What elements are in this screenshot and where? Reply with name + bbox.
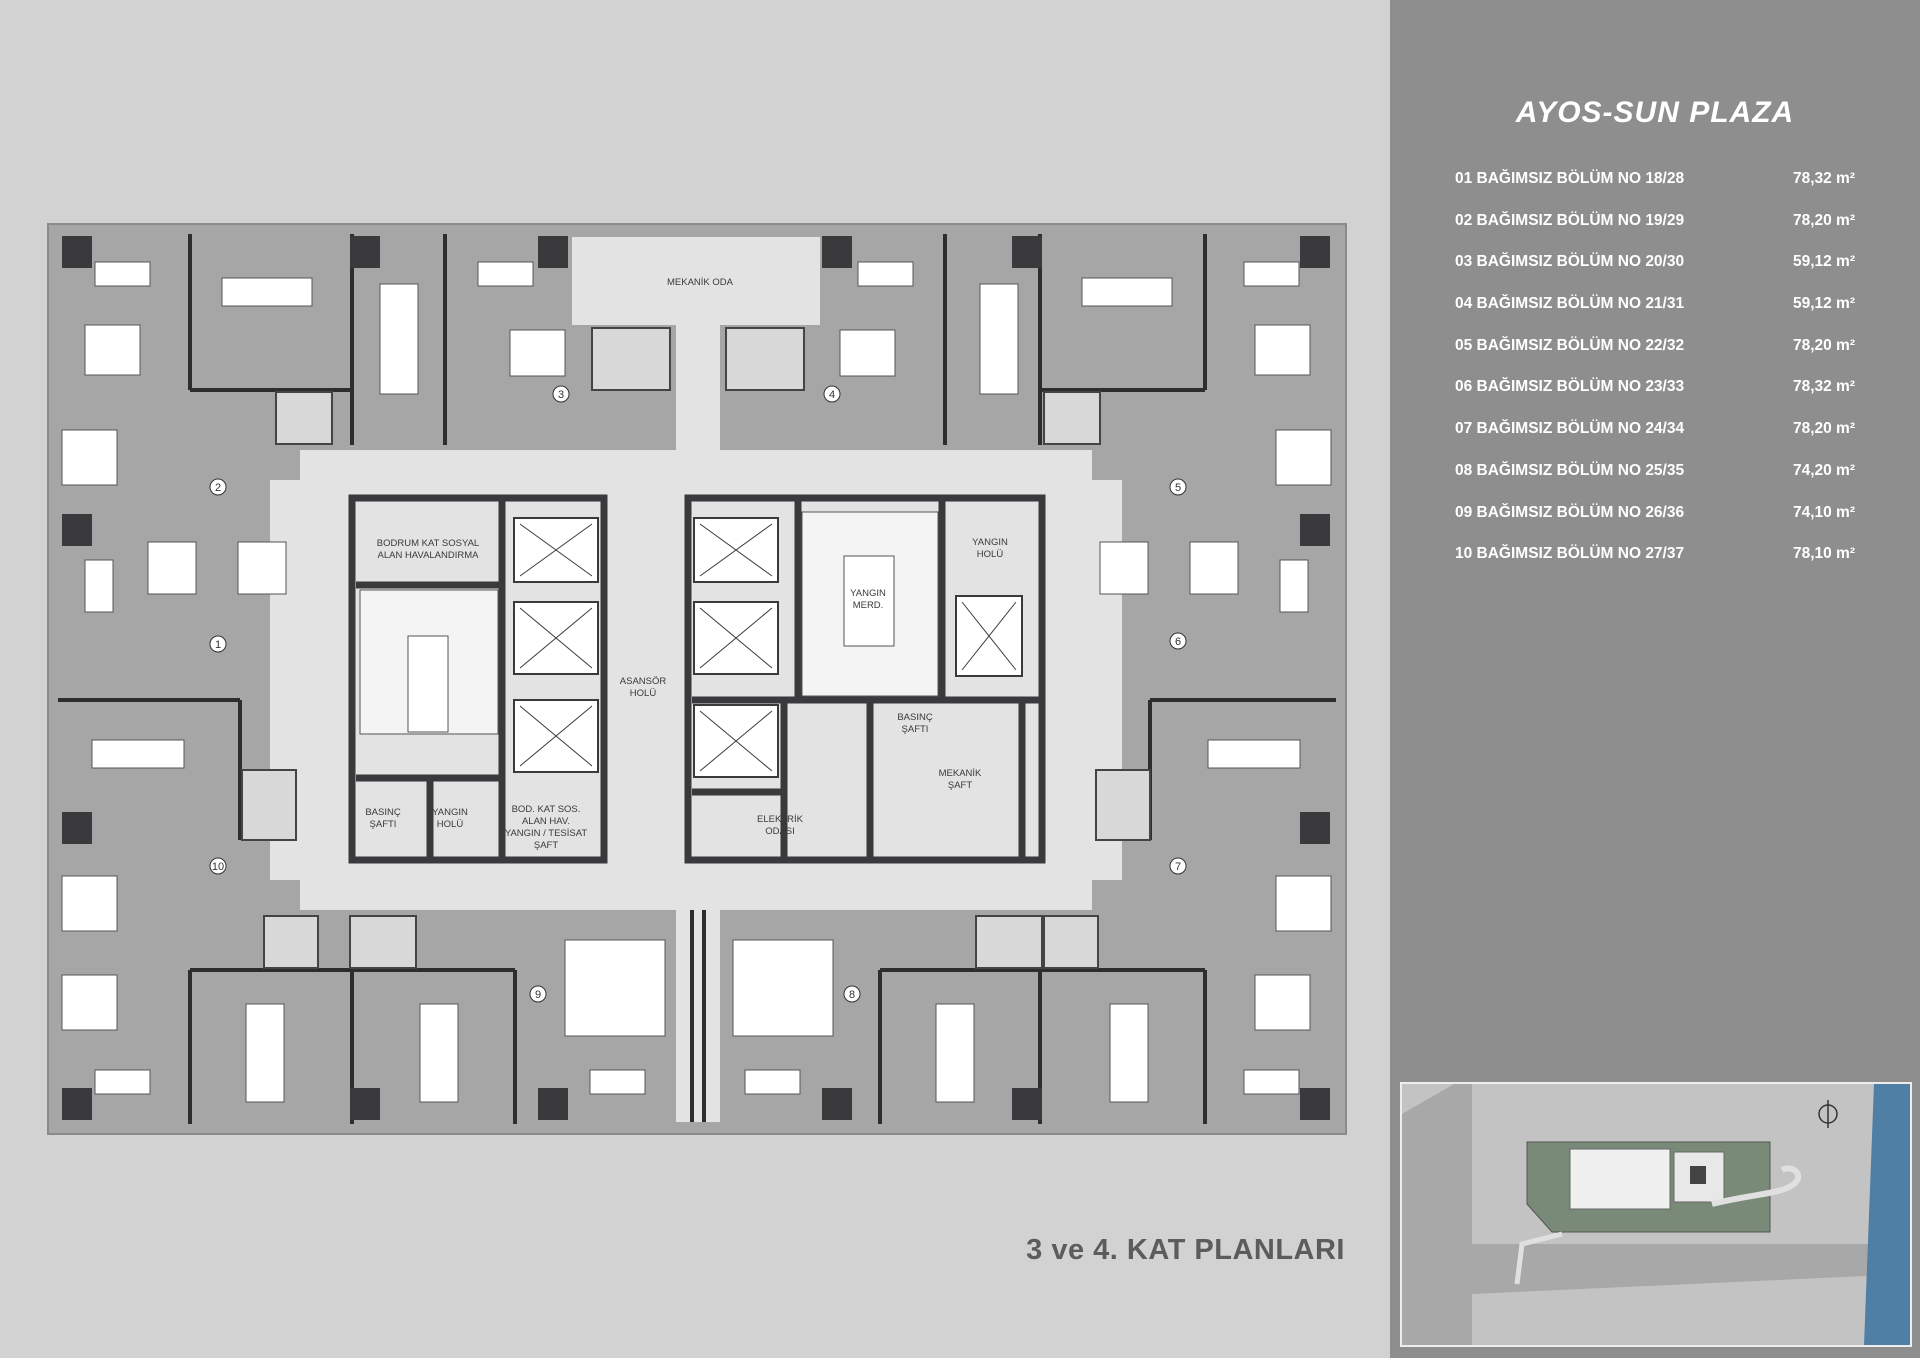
site-plan (1400, 1082, 1912, 1347)
unit-label: 09 BAĞIMSIZ BÖLÜM NO 26/36 (1455, 503, 1685, 521)
room-bodrum-1: BODRUM KAT SOSYAL (377, 538, 479, 549)
unit-row: 04 BAĞIMSIZ BÖLÜM NO 21/31 59,12 m² (1455, 295, 1855, 337)
work-desks (61, 261, 1332, 1095)
unit-marker-6: 6 (1175, 636, 1181, 648)
room-yangin-holu-l2: HOLÜ (437, 819, 464, 830)
unit-marker-3: 3 (558, 389, 564, 401)
unit-area: 78,32 m² (1792, 378, 1855, 396)
unit-row: 09 BAĞIMSIZ BÖLÜM NO 26/36 74,10 m² (1455, 504, 1855, 546)
unit-marker-9: 9 (535, 989, 541, 1001)
room-basinc-r2: ŞAFTI (902, 724, 929, 735)
plan-title: 3 ve 4. KAT PLANLARI (1026, 1234, 1345, 1266)
unit-label: 05 BAĞIMSIZ BÖLÜM NO 22/32 (1455, 336, 1685, 354)
plan-panel: MEKANİK ODA BODRUM KAT SOSYAL ALAN HAVAL… (47, 223, 1347, 1266)
unit-label: 07 BAĞIMSIZ BÖLÜM NO 24/34 (1455, 420, 1685, 438)
room-mekanik-saft-2: ŞAFT (948, 780, 972, 791)
unit-label: 01 BAĞIMSIZ BÖLÜM NO 18/28 (1455, 170, 1685, 187)
unit-marker-1: 1 (215, 639, 221, 651)
unit-label: 02 BAĞIMSIZ BÖLÜM NO 19/29 (1455, 211, 1685, 229)
room-asansor-1: ASANSÖR (620, 676, 667, 687)
unit-markers (209, 385, 1187, 1003)
stair-left (359, 589, 499, 735)
unit-area: 78,20 m² (1792, 420, 1855, 438)
unit-area: 78,32 m² (1792, 170, 1855, 187)
wc-blocks (241, 327, 1151, 969)
columns (62, 236, 1330, 1120)
corridor-north (676, 325, 720, 450)
room-asansor-2: HOLÜ (630, 688, 657, 699)
unit-area: 59,12 m² (1792, 253, 1855, 271)
unit-row: 06 BAĞIMSIZ BÖLÜM NO 23/33 78,32 m² (1455, 378, 1855, 420)
room-yangin-holu-r1: YANGIN (972, 537, 1008, 548)
room-bod-4: ŞAFT (534, 840, 558, 851)
unit-marker-7: 7 (1175, 861, 1181, 873)
room-elektrik-2: ODASI (765, 826, 795, 837)
unit-row: 02 BAĞIMSIZ BÖLÜM NO 19/29 78,20 m² (1455, 212, 1855, 254)
site-plan-drawing (1402, 1084, 1910, 1345)
room-mekanik-saft-1: MEKANİK (939, 768, 982, 779)
unit-row: 08 BAĞIMSIZ BÖLÜM NO 25/35 74,20 m² (1455, 462, 1855, 504)
room-bod-3: YANGIN / TESİSAT (505, 828, 588, 839)
unit-row: 01 BAĞIMSIZ BÖLÜM NO 18/28 78,32 m² (1455, 170, 1855, 212)
unit-area: 78,20 m² (1792, 336, 1855, 354)
unit-area: 74,20 m² (1792, 461, 1855, 479)
unit-marker-8: 8 (849, 989, 855, 1001)
core-walls (348, 494, 1046, 864)
unit-marker-4: 4 (829, 389, 835, 401)
unit-marker-2: 2 (215, 482, 221, 494)
room-elektrik-1: ELEKTRİK (757, 814, 804, 825)
corridor-south (676, 910, 720, 1122)
brand-logo: AYOS-SUN PLAZA (1515, 96, 1795, 129)
room-basinc-l2: ŞAFTI (370, 819, 397, 830)
elevator-crosses (519, 523, 1017, 772)
room-bodrum-2: ALAN HAVALANDIRMA (377, 550, 479, 561)
floor-plan: MEKANİK ODA BODRUM KAT SOSYAL ALAN HAVAL… (47, 223, 1347, 1135)
unit-row: 05 BAĞIMSIZ BÖLÜM NO 22/32 78,20 m² (1455, 337, 1855, 379)
unit-area: 78,10 m² (1792, 545, 1855, 563)
unit-marker-5: 5 (1175, 482, 1181, 494)
room-yangin-merd-1: YANGIN (850, 588, 886, 599)
room-mekanik-oda: MEKANİK ODA (667, 277, 734, 288)
unit-label: 04 BAĞIMSIZ BÖLÜM NO 21/31 (1455, 295, 1685, 313)
unit-area: 74,10 m² (1792, 503, 1855, 521)
unit-label: 06 BAĞIMSIZ BÖLÜM NO 23/33 (1455, 378, 1685, 396)
stair-right (801, 511, 939, 697)
meeting-tables (91, 277, 1301, 1103)
room-basinc-r1: BASINÇ (897, 712, 933, 723)
room-yangin-holu-r2: HOLÜ (977, 549, 1004, 560)
unit-list: 01 BAĞIMSIZ BÖLÜM NO 18/28 78,32 m² 02 BA… (1455, 170, 1855, 587)
unit-marker-10: 10 (212, 861, 224, 873)
unit-label: 08 BAĞIMSIZ BÖLÜM NO 25/35 (1455, 461, 1685, 479)
unit-label: 10 BAĞIMSIZ BÖLÜM NO 27/37 (1455, 545, 1685, 563)
unit-row: 07 BAĞIMSIZ BÖLÜM NO 24/34 78,20 m² (1455, 420, 1855, 462)
office-walls (58, 234, 1336, 1124)
unit-area: 59,12 m² (1792, 295, 1855, 313)
room-yangin-merd-2: MERD. (853, 600, 884, 611)
unit-row: 10 BAĞIMSIZ BÖLÜM NO 27/37 78,10 m² (1455, 545, 1855, 587)
room-yangin-holu-l1: YANGIN (432, 807, 468, 818)
unit-area: 78,20 m² (1792, 211, 1855, 229)
room-bod-1: BOD. KAT SOS. (512, 804, 581, 815)
room-bod-2: ALAN HAV. (522, 816, 570, 827)
room-basinc-l1: BASINÇ (365, 807, 401, 818)
canal-water (1864, 1084, 1910, 1345)
mechanical-room (572, 237, 820, 325)
unit-row: 03 BAĞIMSIZ BÖLÜM NO 20/30 59,12 m² (1455, 253, 1855, 295)
unit-label: 03 BAĞIMSIZ BÖLÜM NO 20/30 (1455, 253, 1685, 271)
